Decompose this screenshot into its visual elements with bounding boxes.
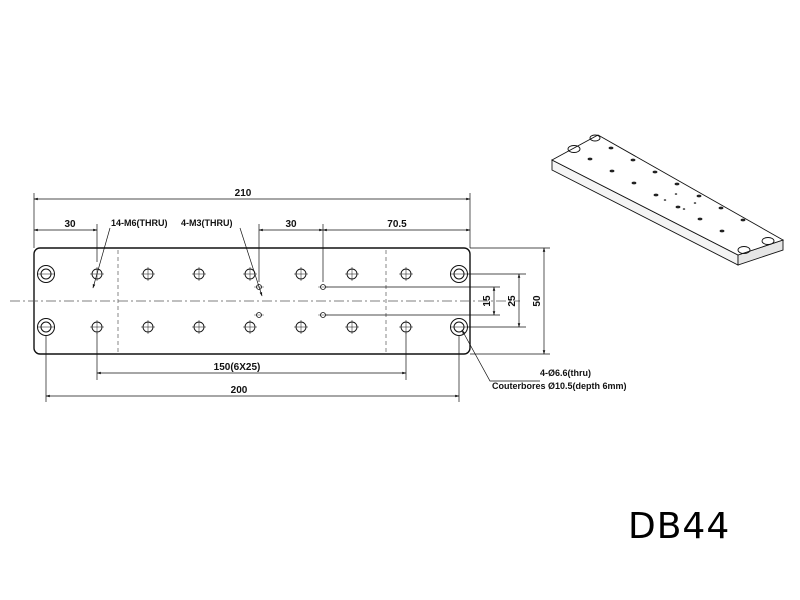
- leader-lines: [92, 227, 540, 382]
- dim-label-200: 200: [231, 385, 248, 396]
- dim-label-70-5: 70.5: [387, 219, 407, 230]
- m6-hole: [141, 267, 155, 281]
- m3-hole: [254, 312, 264, 318]
- callout-mount-holes: 4-Ø6.6(thru): [540, 368, 591, 378]
- m6-hole: [294, 267, 308, 281]
- m6-hole: [192, 320, 206, 334]
- isometric-view: [551, 134, 785, 266]
- dim-label-25: 25: [507, 295, 518, 307]
- callout-notes: 14-M6(THRU) 4-M3(THRU) 4-Ø6.6(thru) Cout…: [111, 218, 627, 391]
- mount-hole-tr: [450, 265, 468, 283]
- callout-m3: 4-M3(THRU): [181, 218, 233, 228]
- leader-m6: [92, 227, 111, 289]
- m6-hole: [192, 267, 206, 281]
- m6-hole: [345, 320, 359, 334]
- dim-label-30-mid: 30: [285, 219, 297, 230]
- dim-label-30-left: 30: [64, 219, 76, 230]
- iso-top-face: [551, 134, 785, 256]
- m6-hole: [243, 320, 257, 334]
- isometric-holes: [587, 146, 746, 233]
- model-name: DB44: [628, 506, 731, 547]
- m6-hole: [294, 320, 308, 334]
- dim-label-210: 210: [235, 188, 252, 199]
- plate-top-view: [10, 247, 520, 355]
- mount-hole-bl: [37, 318, 55, 336]
- dimension-labels: 210 30 30 70.5 150(6X25) 200 50 25 15: [64, 188, 543, 396]
- mount-hole-tl: [37, 265, 55, 283]
- dim-label-150: 150(6X25): [214, 362, 261, 373]
- m6-hole: [399, 320, 413, 334]
- m6-hole: [141, 320, 155, 334]
- callout-counterbore: Couterbores Ø10.5(depth 6mm): [492, 381, 627, 391]
- mount-hole-br: [450, 318, 468, 336]
- dimension-lines: [33, 193, 550, 402]
- dim-label-50: 50: [532, 295, 543, 307]
- callout-m6: 14-M6(THRU): [111, 218, 168, 228]
- dim-label-15: 15: [482, 295, 493, 307]
- m6-hole: [399, 267, 413, 281]
- leader-mount: [461, 329, 540, 382]
- m6-hole: [90, 320, 104, 334]
- mount-holes: [37, 265, 468, 336]
- m6-hole-grid: [90, 267, 413, 334]
- leader-m3: [239, 227, 263, 297]
- m6-hole: [345, 267, 359, 281]
